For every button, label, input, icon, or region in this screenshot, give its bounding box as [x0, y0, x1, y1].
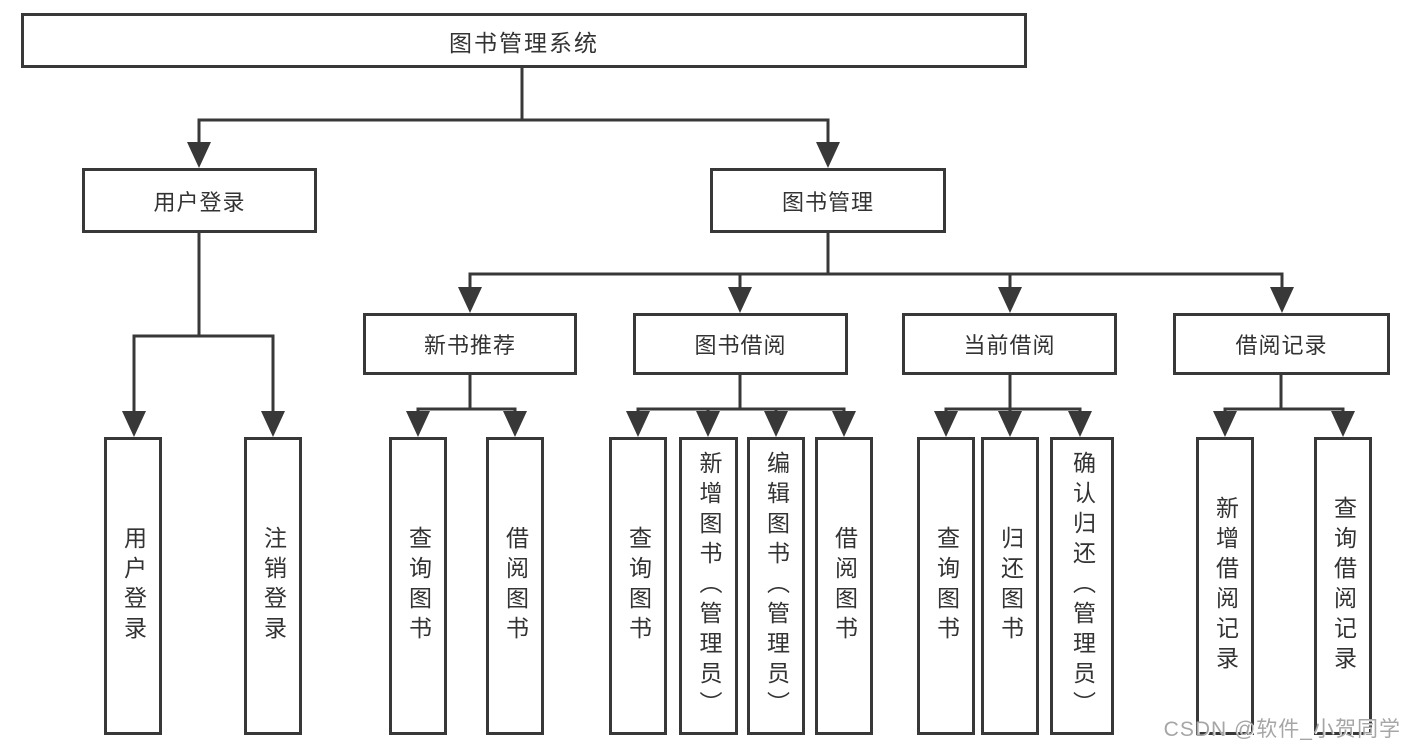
- node-book-management: 图书管理: [710, 168, 946, 233]
- leaf-query-books-current: 查询图书: [917, 437, 975, 735]
- node-label: 借阅图书: [831, 526, 858, 646]
- node-borrowing-records: 借阅记录: [1173, 313, 1390, 375]
- node-label: 用户登录: [120, 526, 147, 646]
- node-label: 新增图书（管理员）: [696, 451, 722, 721]
- node-root: 图书管理系统: [21, 13, 1027, 68]
- leaf-borrow-books: 借阅图书: [815, 437, 873, 735]
- node-label: 用户登录: [153, 189, 246, 215]
- node-label: 查询借阅记录: [1330, 496, 1357, 676]
- leaf-confirm-return-admin: 确认归还（管理员）: [1050, 437, 1114, 735]
- node-label: 确认归还（管理员）: [1069, 451, 1096, 721]
- leaf-query-books-borrowing: 查询图书: [609, 437, 667, 735]
- node-label: 查询图书: [625, 526, 652, 646]
- node-user-login: 用户登录: [82, 168, 317, 233]
- leaf-edit-books-admin: 编辑图书（管理员）: [747, 437, 805, 735]
- watermark: CSDN @软件_小贺同学: [1163, 718, 1401, 741]
- node-label: 新增借阅记录: [1212, 496, 1239, 676]
- node-label: 借阅记录: [1235, 333, 1328, 358]
- leaf-add-borrow-record: 新增借阅记录: [1196, 437, 1254, 735]
- arrowheads: [122, 142, 1355, 437]
- leaf-logout: 注销登录: [244, 437, 302, 735]
- leaf-borrow-books-recommend: 借阅图书: [486, 437, 544, 735]
- node-label: 当前借阅: [963, 333, 1056, 358]
- node-label: 查询图书: [405, 526, 432, 646]
- leaf-query-books-recommend: 查询图书: [389, 437, 447, 735]
- node-current-borrowing: 当前借阅: [902, 313, 1117, 375]
- node-label: 借阅图书: [502, 526, 529, 646]
- node-label: 图书管理系统: [449, 29, 599, 56]
- node-label: 编辑图书（管理员）: [763, 451, 790, 721]
- node-label: 图书借阅: [694, 333, 787, 358]
- node-label: 新书推荐: [423, 333, 516, 358]
- node-label: 图书管理: [781, 189, 874, 215]
- leaf-query-borrow-record: 查询借阅记录: [1314, 437, 1372, 735]
- node-label: 查询图书: [933, 526, 960, 646]
- node-new-book-recommendation: 新书推荐: [363, 313, 577, 375]
- leaf-return-books: 归还图书: [981, 437, 1039, 735]
- leaf-user-login: 用户登录: [104, 437, 162, 735]
- node-label: 注销登录: [260, 526, 287, 646]
- leaf-add-books-admin: 新增图书（管理员）: [679, 437, 738, 735]
- node-label: 归还图书: [997, 526, 1024, 646]
- node-book-borrowing: 图书借阅: [633, 313, 848, 375]
